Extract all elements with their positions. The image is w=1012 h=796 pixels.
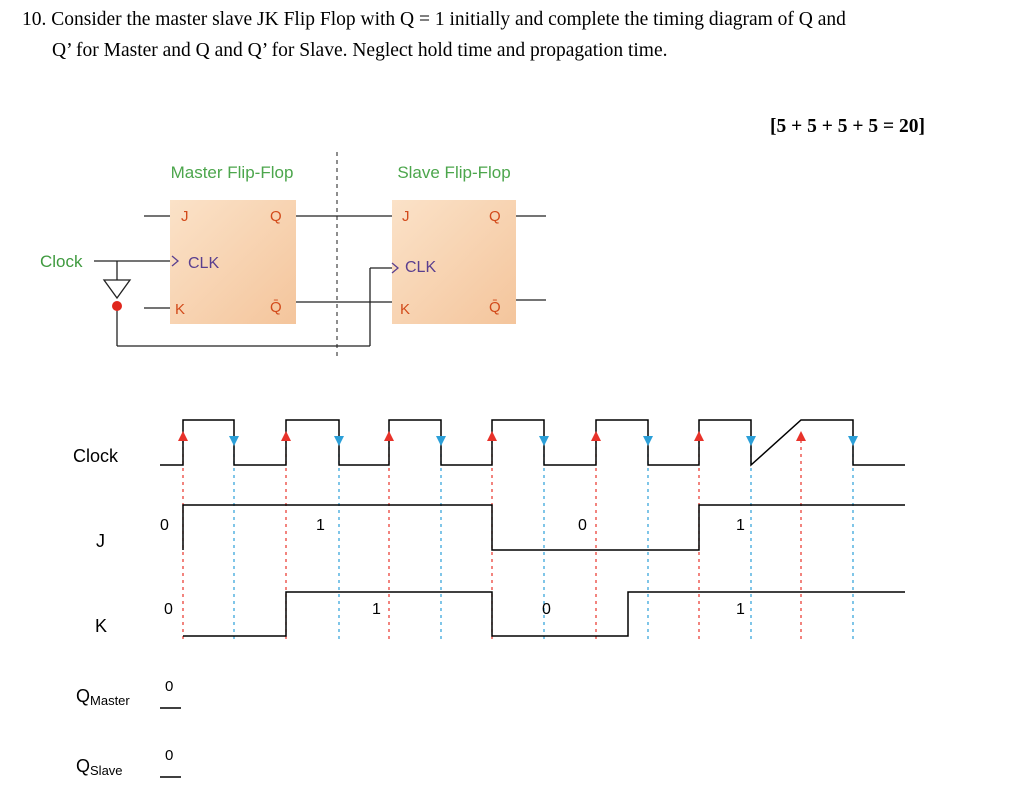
question-text: 10. Consider the master slave JK Flip Fl… (22, 4, 982, 66)
master-j-pin: J (181, 208, 189, 225)
k-value-3: 1 (736, 601, 745, 618)
j-value-3: 1 (736, 517, 745, 534)
clock-input-label: Clock (40, 252, 83, 271)
master-title: Master Flip-Flop (171, 163, 294, 182)
j-value-0: 0 (160, 517, 169, 534)
circuit-wires (94, 215, 546, 347)
slave-qbar-pin: Q̄ (489, 299, 501, 316)
slave-q-pin: Q (489, 208, 501, 225)
slave-flip-flop-box (392, 200, 516, 324)
q-slave-signal-label: QSlave (76, 756, 123, 778)
q-master-initial: 0 (165, 678, 173, 695)
slave-j-pin: J (402, 208, 410, 225)
k-waveform (183, 591, 905, 637)
j-signal-label: J (96, 531, 105, 551)
j-value-1: 1 (316, 517, 325, 534)
master-qbar-pin: Q̄ (270, 299, 282, 316)
rising-edge-arrows (178, 431, 806, 441)
slave-k-pin: K (400, 301, 410, 318)
master-clk-pin: CLK (188, 255, 219, 272)
q-master-signal-label: QMaster (76, 686, 130, 708)
master-k-pin: K (175, 301, 185, 318)
j-waveform (182, 504, 905, 551)
k-signal-label: K (95, 616, 107, 636)
master-q-pin: Q (270, 208, 282, 225)
k-value-1: 1 (372, 601, 381, 618)
falling-edge-arrows (229, 436, 858, 446)
question-line-2: Q’ for Master and Q and Q’ for Slave. Ne… (52, 40, 668, 61)
circuit-diagram: Master Flip-Flop Slave Flip-Flop J K Q Q… (40, 152, 546, 358)
marks-allocation: [5 + 5 + 5 + 5 = 20] (770, 116, 925, 137)
clock-signal-label: Clock (73, 446, 119, 466)
clock-waveform (160, 419, 905, 467)
timing-diagram: Clock J K QMaster QSlave (73, 419, 905, 778)
j-value-2: 0 (578, 517, 587, 534)
edge-guide-lines (182, 440, 854, 640)
inverter-bubble (112, 301, 122, 311)
slave-title: Slave Flip-Flop (397, 163, 510, 182)
k-value-2: 0 (542, 601, 551, 618)
master-flip-flop-box (170, 200, 296, 324)
k-value-0: 0 (164, 601, 173, 618)
q-slave-initial: 0 (165, 747, 173, 764)
slave-clk-pin: CLK (405, 259, 436, 276)
question-line-1: 10. Consider the master slave JK Flip Fl… (22, 9, 846, 30)
